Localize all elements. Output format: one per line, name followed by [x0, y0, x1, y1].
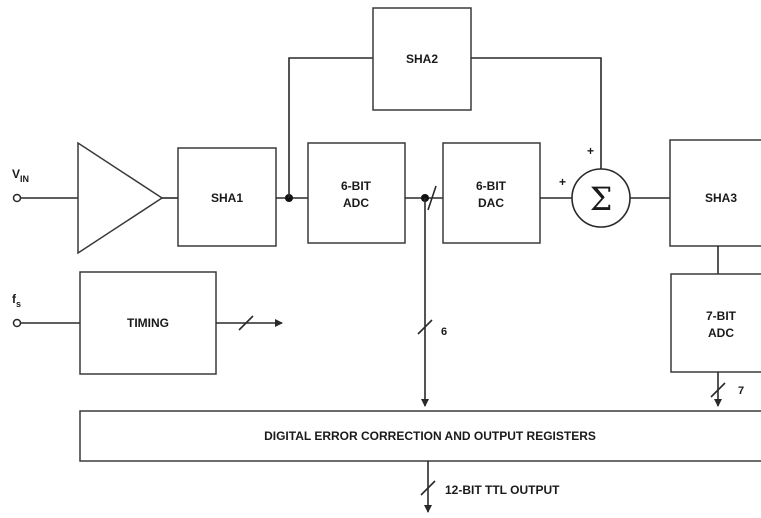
adc7-bus-slash: [710, 382, 726, 398]
adc6-bus-slash: [417, 319, 433, 335]
summer-plus-top: +: [587, 144, 594, 158]
sha2-label: SHA2: [406, 52, 438, 66]
vin-input: VIN: [12, 167, 29, 203]
sha3-block: [669, 139, 761, 247]
dac6-label-line1: 6-BIT: [476, 179, 507, 193]
timing-block: [79, 271, 217, 375]
sigma-symbol: Σ: [590, 180, 613, 218]
input-buffer-amplifier: [77, 141, 164, 255]
sha1-to-sha2-wire: [288, 57, 373, 198]
sha1-label: SHA1: [211, 191, 243, 205]
error-correction-label: DIGITAL ERROR CORRECTION AND OUTPUT REGI…: [264, 429, 596, 443]
adc6-bus-width: 6: [441, 326, 447, 338]
adc6-label-line2: ADC: [343, 196, 369, 210]
error-correction-block: [79, 410, 761, 462]
sha2-to-summer-wire: [471, 57, 602, 169]
sha3-label: SHA3: [705, 191, 737, 205]
sha2-block: [372, 7, 472, 111]
dac6-block: [442, 142, 541, 244]
output-label: 12-BIT TTL OUTPUT: [445, 483, 560, 497]
timing-label: TIMING: [127, 316, 169, 330]
adc6-label-line1: 6-BIT: [341, 179, 372, 193]
adc7-bus-width: 7: [738, 385, 744, 397]
output-bus-slash: [420, 480, 436, 496]
adc7-label-line1: 7-BIT: [706, 309, 737, 323]
fs-label: fs: [12, 292, 21, 309]
fs-input: fs: [12, 292, 22, 328]
adc7-label-line2: ADC: [708, 326, 734, 340]
fs-terminal: [12, 318, 22, 328]
vin-terminal: [12, 193, 22, 203]
adc-dac-bus-slash: [427, 185, 437, 211]
adc7-block: [670, 273, 761, 373]
adc6-block: [307, 142, 406, 244]
timing-bus-slash: [238, 315, 254, 331]
vin-label: VIN: [12, 167, 29, 184]
sha1-block: [177, 147, 277, 247]
summer-plus-left: +: [559, 175, 566, 189]
dac6-label-line2: DAC: [478, 196, 504, 210]
